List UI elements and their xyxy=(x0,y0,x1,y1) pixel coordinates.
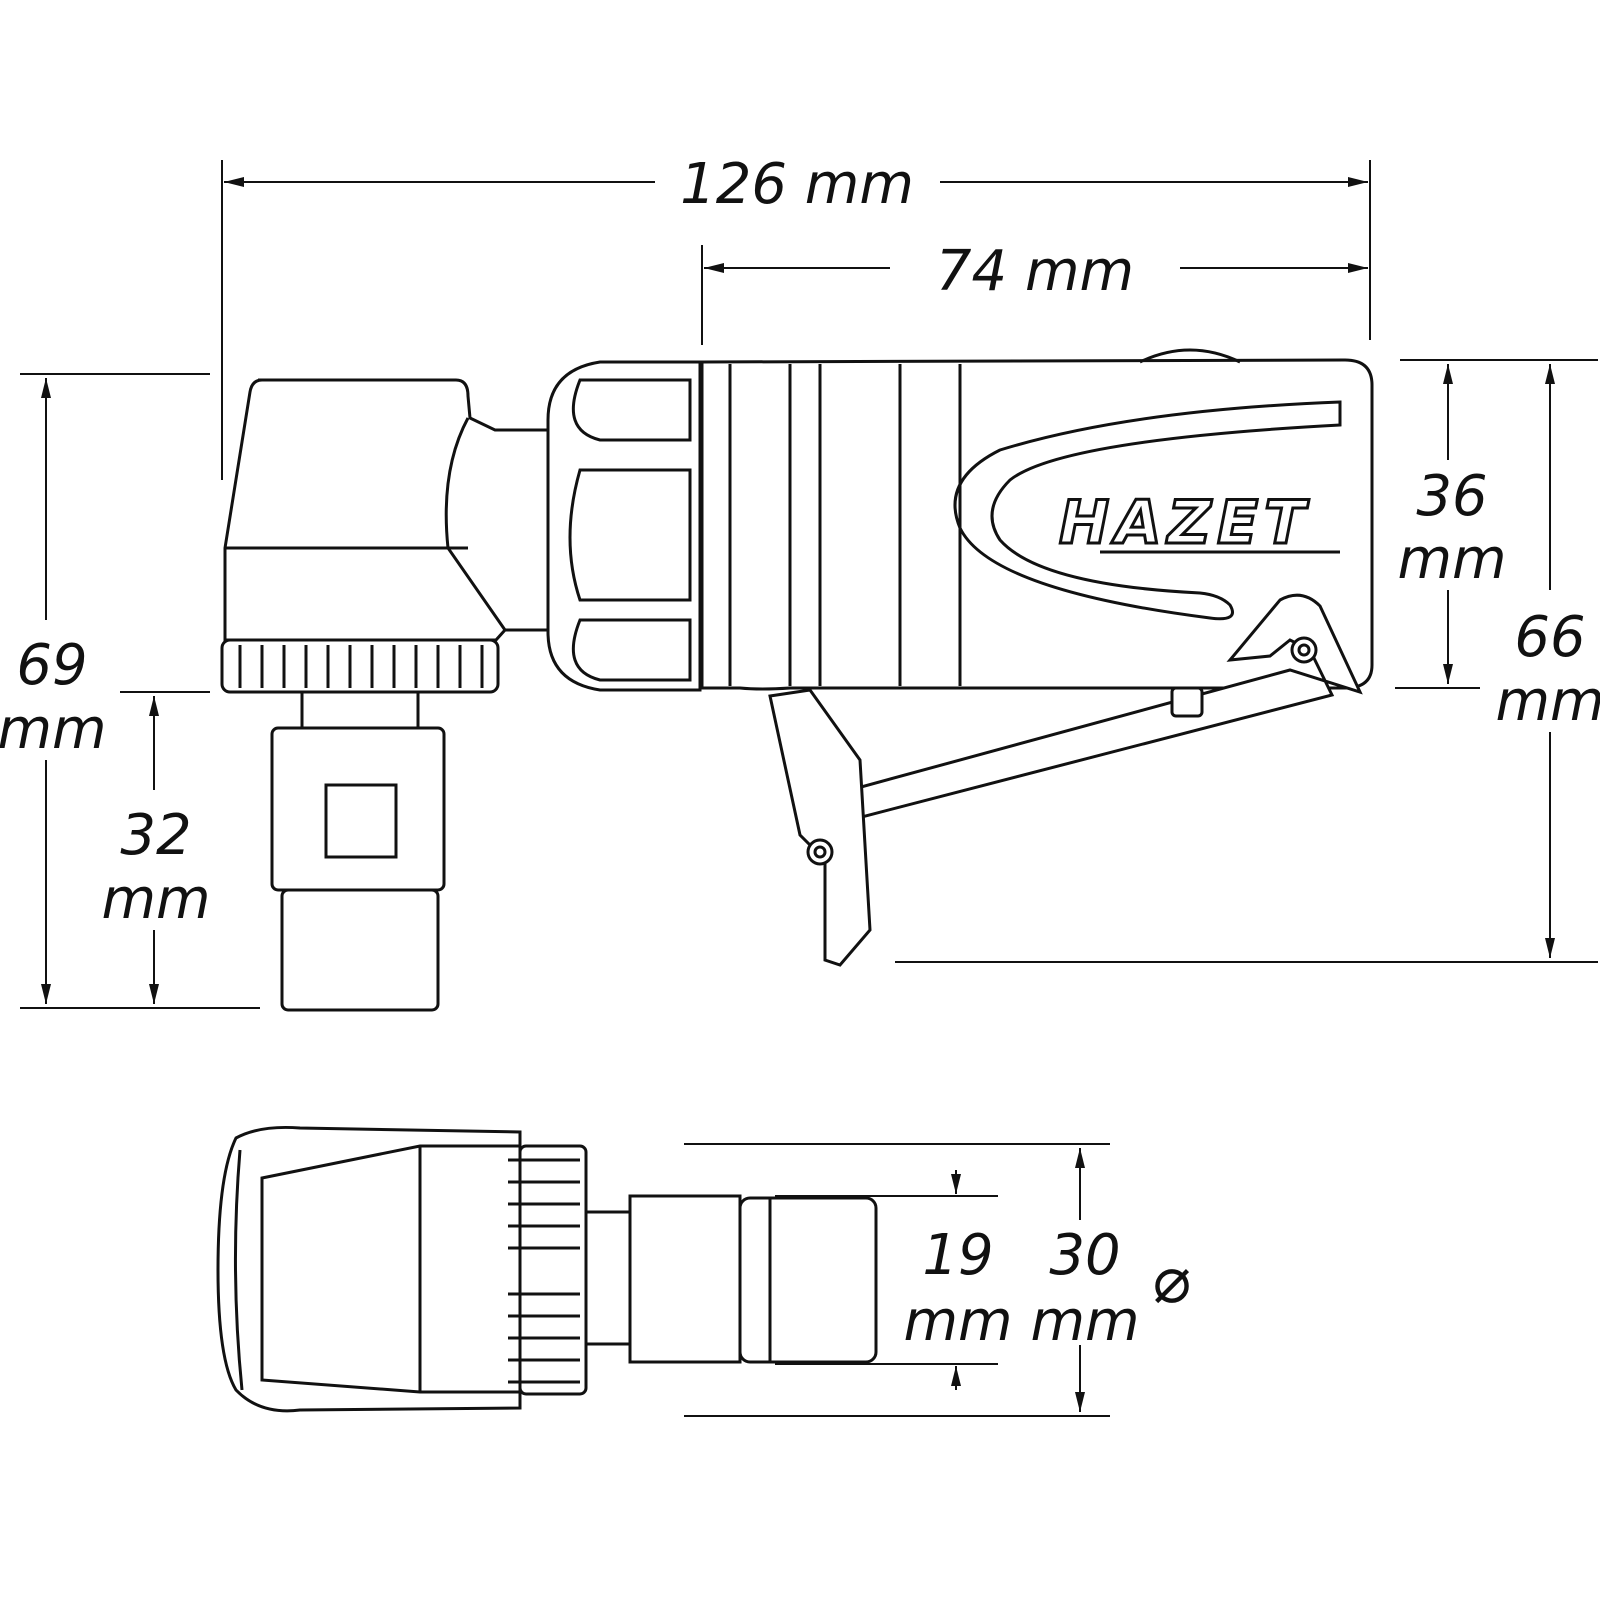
dim-head-height: 69 mm xyxy=(0,373,260,1009)
dim-head-diameter: 30 mm ⌀ xyxy=(684,1143,1192,1417)
front-view-head xyxy=(216,1125,522,1413)
total-height-unit: mm xyxy=(1495,669,1600,734)
collet-diameter-unit: mm xyxy=(903,1289,1012,1354)
head-diameter-unit: mm xyxy=(1030,1289,1139,1354)
spindle-height-value: 32 xyxy=(120,803,191,868)
trigger-lever xyxy=(768,593,1363,967)
motor-body xyxy=(700,348,1374,691)
logo-hazet: HAZET xyxy=(1057,487,1340,560)
dim-body-height: 36 mm xyxy=(1395,359,1507,689)
diameter-symbol: ⌀ xyxy=(1153,1244,1192,1318)
dim-total-height: 66 mm xyxy=(895,359,1600,963)
dim-spindle-height: 32 mm xyxy=(101,691,211,1004)
knurled-collar xyxy=(220,638,500,694)
angle-head xyxy=(223,378,550,642)
head-height-unit: mm xyxy=(0,697,107,762)
overall-length-label: 126 mm xyxy=(680,152,914,217)
spindle-height-unit: mm xyxy=(101,867,210,932)
body-height-value: 36 xyxy=(1416,464,1487,529)
total-height-value: 66 xyxy=(1514,605,1585,670)
dim-overall-length: 126 mm xyxy=(221,152,1371,480)
head-diameter-value: 30 xyxy=(1049,1223,1120,1288)
neck-nut xyxy=(546,360,702,692)
front-view-collar xyxy=(508,1144,588,1396)
body-length-label: 74 mm xyxy=(936,239,1134,304)
dim-collet-diameter: 19 mm xyxy=(775,1170,1013,1390)
front-view-collet xyxy=(584,1194,878,1364)
body-height-unit: mm xyxy=(1397,527,1506,592)
dim-body-length: 74 mm xyxy=(701,239,1368,345)
collet-diameter-value: 19 xyxy=(922,1223,993,1288)
head-height-value: 69 xyxy=(16,633,87,698)
collet xyxy=(270,690,446,1012)
brand-logo-text: HAZET xyxy=(1059,488,1311,558)
